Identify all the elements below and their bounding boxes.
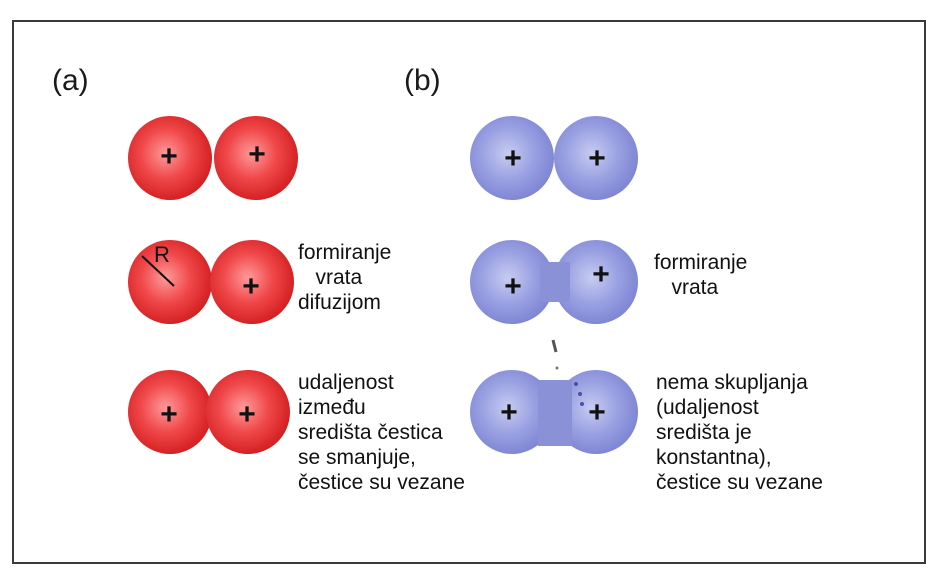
panel-b-pair-initial: + + xyxy=(470,110,650,200)
neck-region xyxy=(540,262,570,302)
plus-sign: + xyxy=(498,144,528,174)
radius-line xyxy=(128,234,308,324)
plus-sign: + xyxy=(586,260,616,290)
plus-sign: + xyxy=(154,400,184,430)
panel-b-label: (b) xyxy=(404,66,441,96)
panel-a-label: (a) xyxy=(52,66,89,96)
panel-a-pair-neck: + R xyxy=(128,234,308,324)
plus-sign: + xyxy=(498,272,528,302)
panel-a-pair-bonded: + + xyxy=(128,364,308,454)
plus-sign: + xyxy=(582,144,612,174)
caption-b-neck-formation: formiranje vrata xyxy=(654,250,747,300)
panel-a-pair-initial: + + xyxy=(128,110,308,200)
panel-b-pair-neck: + + xyxy=(470,234,650,324)
panel-b-pair-bonded: + + xyxy=(470,364,650,454)
vacancy-marks xyxy=(470,364,650,454)
caption-a-neck-formation: formiranje vrata difuzijom xyxy=(298,240,391,315)
caption-b-no-shrinkage: nema skupljanja (udaljenost središta je … xyxy=(656,370,823,495)
plus-sign: + xyxy=(232,400,262,430)
plus-sign: + xyxy=(242,140,272,170)
caption-a-shrinkage: udaljenost između središta čestica se sm… xyxy=(298,370,465,495)
plus-sign: + xyxy=(154,142,184,172)
